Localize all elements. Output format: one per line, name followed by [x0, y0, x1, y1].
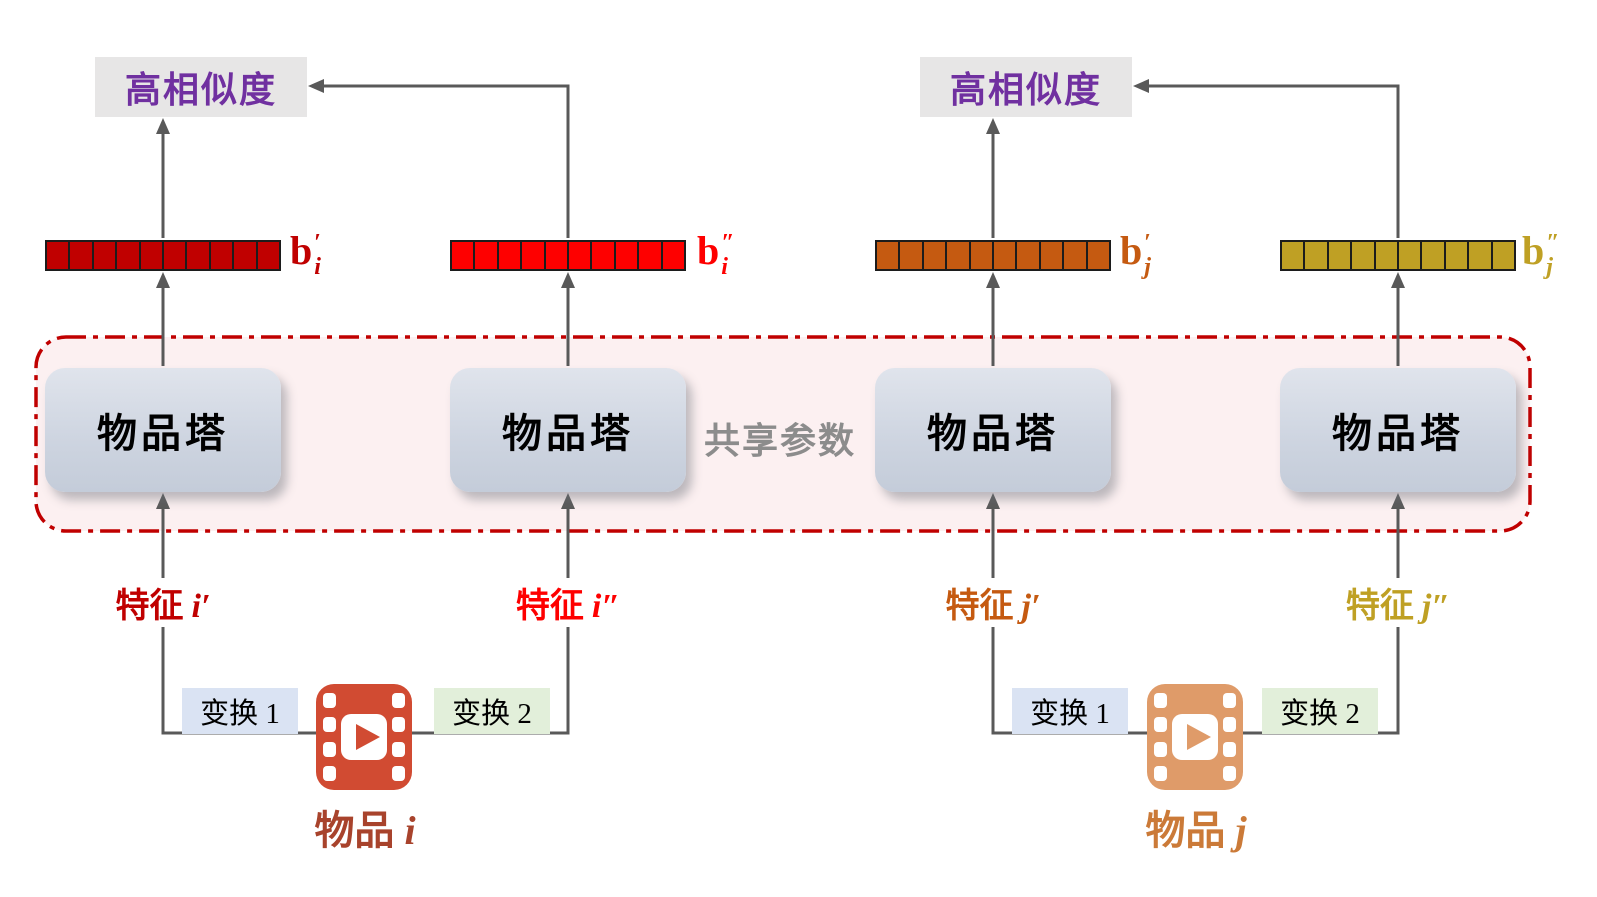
play-icon [341, 714, 387, 760]
vector-cell [1062, 242, 1086, 269]
play-triangle [1187, 724, 1211, 750]
vector-cell [992, 242, 1016, 269]
vector-cell [1350, 242, 1374, 269]
vector-label-b-prime-i: b ′i [290, 228, 321, 280]
video-item-icon-i [316, 684, 412, 790]
transform-2-box-item-i: 变换 2 [434, 688, 550, 734]
vector-cell [232, 242, 256, 269]
vector-cell [921, 242, 946, 269]
vector-cell [520, 242, 544, 269]
item-tower-label: 物品塔 [927, 411, 1059, 456]
vector-cell [162, 242, 186, 269]
shared-params-region [34, 335, 1532, 533]
vector-cell [68, 242, 92, 269]
item-tower-1: 物品塔 [45, 368, 281, 492]
transform-1-box-item-j: 变换 1 [1012, 688, 1128, 734]
vector-cell [1015, 242, 1039, 269]
film-holes [1154, 693, 1167, 781]
shared-params-label: 共享参数 [703, 421, 857, 461]
vector-cell [543, 242, 568, 269]
similarity-label: 高相似度 [124, 70, 277, 110]
transform-1-box-item-i: 变换 1 [182, 688, 298, 734]
vector-cell [1443, 242, 1468, 269]
vector-cell [877, 242, 899, 269]
film-holes [392, 693, 405, 781]
vector-cell [452, 242, 474, 269]
arrow-bdblprime-j-to-similarity [1133, 79, 1400, 238]
vector-cell [898, 242, 922, 269]
item-tower-label: 物品塔 [502, 411, 634, 456]
vector-cell [1303, 242, 1327, 269]
vector-label-b-dblprime-j: b ″j [1522, 228, 1560, 280]
vector-cell [1397, 242, 1421, 269]
vector-cell [1490, 242, 1515, 269]
vector-cell [496, 242, 521, 269]
arrow-bdblprime-i-to-similarity [308, 79, 570, 238]
item-tower-2: 物品塔 [450, 368, 686, 492]
vector-label-b-prime-j: b ′j [1120, 228, 1151, 280]
vector-cell [1373, 242, 1398, 269]
film-holes [323, 693, 336, 781]
similarity-box-right: 高相似度 [920, 57, 1132, 117]
play-triangle [356, 724, 380, 750]
transform-2-box-item-j: 变换 2 [1262, 688, 1378, 734]
vector-cell [968, 242, 993, 269]
film-holes [1223, 693, 1236, 781]
vector-cell [138, 242, 163, 269]
vector-cell [1038, 242, 1063, 269]
vector-cell [91, 242, 116, 269]
item-tower-3: 物品塔 [875, 368, 1111, 492]
vector-cell [1085, 242, 1110, 269]
embedding-vector-b-prime-j [875, 240, 1111, 271]
vector-cell [47, 242, 69, 269]
vector-cell [637, 242, 661, 269]
embedding-vector-b-dblprime-j [1280, 240, 1516, 271]
vector-cell [185, 242, 209, 269]
vector-cell [255, 242, 280, 269]
similarity-box-left: 高相似度 [95, 57, 307, 117]
vector-cell [473, 242, 497, 269]
vector-cell [1326, 242, 1351, 269]
video-item-icon-j [1147, 684, 1243, 790]
vector-cell [567, 242, 591, 269]
item-tower-label: 物品塔 [97, 411, 229, 456]
vector-cell [945, 242, 969, 269]
vector-cell [1420, 242, 1444, 269]
vector-label-b-dblprime-i: b ″i [697, 228, 735, 280]
embedding-vector-b-dblprime-i [450, 240, 686, 271]
vector-cell [613, 242, 638, 269]
vector-cell [208, 242, 233, 269]
vector-cell [1467, 242, 1491, 269]
vector-cell [1282, 242, 1304, 269]
similarity-label: 高相似度 [949, 70, 1102, 110]
vector-cell [115, 242, 139, 269]
item-tower-4: 物品塔 [1280, 368, 1516, 492]
item-tower-label: 物品塔 [1332, 411, 1464, 456]
vector-cell [660, 242, 685, 269]
embedding-vector-b-prime-i [45, 240, 281, 271]
play-icon [1172, 714, 1218, 760]
vector-cell [590, 242, 614, 269]
